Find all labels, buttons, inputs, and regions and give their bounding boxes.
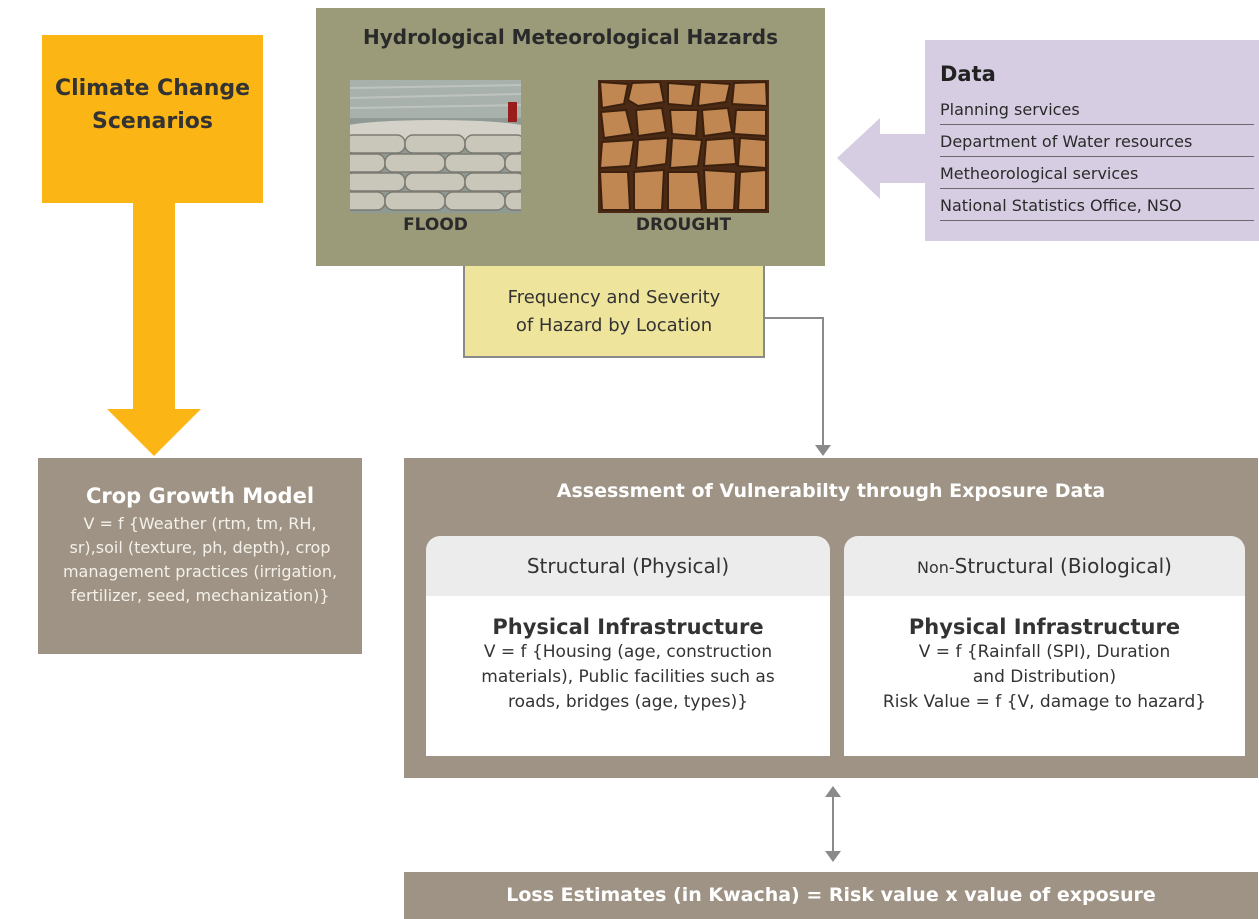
- frequency-to-assessment-connector: [765, 317, 824, 447]
- hazards-title: Hydrological Meteorological Hazards: [363, 25, 778, 49]
- non-structural-line1: V = f {Rainfall (SPI), Duration: [918, 642, 1171, 662]
- non-structural-line3: Risk Value = f {V, damage to hazard}: [882, 692, 1207, 712]
- down-arrow-head: [825, 851, 841, 862]
- climate-change-box: Climate Change Scenarios: [42, 35, 263, 203]
- frequency-severity-box: Frequency and Severity of Hazard by Loca…: [463, 266, 765, 358]
- data-item: Department of Water resources: [940, 126, 1254, 157]
- non-structural-header: Non-Structural (Biological): [844, 536, 1245, 596]
- data-item: Planning services: [940, 94, 1254, 125]
- structural-line1: V = f {Housing (age, construction: [483, 642, 773, 662]
- data-sources-box: Data Planning services Department of Wat…: [925, 40, 1259, 241]
- crop-model-line1: V = f {Weather (rtm, tm, RH,: [83, 514, 317, 533]
- crop-model-line4: fertilizer, seed, mechanization)}: [70, 586, 330, 605]
- assessment-arrow-head: [815, 445, 831, 456]
- non-structural-header-prefix: Non-: [917, 558, 955, 577]
- flood-image: [350, 80, 521, 213]
- frequency-line2: of Hazard by Location: [515, 315, 713, 336]
- drought-image: [598, 80, 769, 213]
- non-structural-formula: V = f {Rainfall (SPI), Duration and Dist…: [844, 640, 1245, 715]
- up-arrow-head: [825, 786, 841, 797]
- assessment-title: Assessment of Vulnerabilty through Expos…: [556, 480, 1106, 502]
- structural-formula: V = f {Housing (age, construction materi…: [426, 640, 830, 715]
- non-structural-subtitle: Physical Infrastructure: [908, 615, 1181, 639]
- non-structural-card: Non-Structural (Biological) Physical Inf…: [844, 536, 1245, 756]
- non-structural-line2: and Distribution): [972, 667, 1117, 687]
- data-item: Metheorological services: [940, 158, 1254, 189]
- structural-header: Structural (Physical): [426, 536, 830, 596]
- structural-line3: roads, bridges (age, types)}: [507, 692, 749, 712]
- crop-growth-model-box: Crop Growth Model V = f {Weather (rtm, t…: [38, 458, 362, 654]
- climate-title-line2: Scenarios: [92, 109, 213, 134]
- loss-estimates-box: Loss Estimates (in Kwacha) = Risk value …: [404, 872, 1258, 919]
- frequency-line1: Frequency and Severity: [507, 287, 721, 308]
- data-title: Data: [940, 62, 996, 86]
- climate-arrow-shaft: [133, 203, 175, 411]
- structural-subtitle: Physical Infrastructure: [492, 615, 764, 639]
- crop-model-formula: V = f {Weather (rtm, tm, RH, sr),soil (t…: [38, 510, 362, 608]
- structural-card: Structural (Physical) Physical Infrastru…: [426, 536, 830, 756]
- flood-label: FLOOD: [403, 215, 468, 235]
- drought-label: DROUGHT: [635, 215, 732, 235]
- crop-model-line3: management practices (irrigation,: [62, 562, 338, 581]
- non-structural-body: Physical Infrastructure V = f {Rainfall …: [844, 596, 1245, 756]
- crop-model-title: Crop Growth Model: [85, 484, 315, 508]
- structural-line2: materials), Public facilities such as: [481, 667, 775, 687]
- non-structural-header-main: Structural (Biological): [954, 554, 1172, 578]
- hazards-box: Hydrological Meteorological Hazards: [316, 8, 825, 266]
- structural-body: Physical Infrastructure V = f {Housing (…: [426, 596, 830, 756]
- crop-model-line2: sr),soil (texture, ph, depth), crop: [69, 538, 331, 557]
- climate-title-line1: Climate Change: [54, 76, 251, 101]
- assessment-box: Assessment of Vulnerabilty through Expos…: [404, 458, 1258, 778]
- data-item: National Statistics Office, NSO: [940, 190, 1254, 221]
